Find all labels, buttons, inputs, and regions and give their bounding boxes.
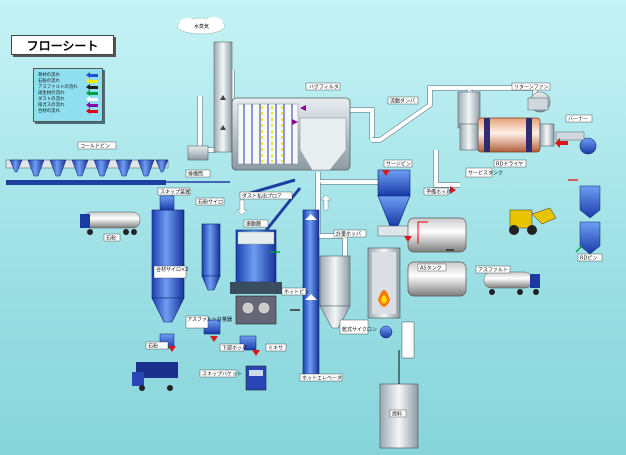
dump-truck-front: [245, 365, 267, 391]
as-tanks: [407, 217, 467, 297]
legend-arrow-icon: [86, 96, 98, 102]
chimney: [187, 41, 233, 161]
dry-cyclone: [319, 255, 351, 329]
legend-row: 合材の流れ: [38, 108, 98, 114]
legend-label: アスファルトの流れ: [38, 85, 78, 90]
label-fuel-pump: サービスタンク: [468, 170, 503, 177]
dump-truck-mix: [132, 362, 178, 391]
label-as-tank: ASタンク: [420, 265, 442, 272]
label-fuel: 燃料: [392, 411, 402, 418]
label-steam: 水蒸気: [194, 23, 209, 30]
silos: [151, 195, 221, 349]
legend-arrow-icon: [86, 72, 98, 78]
surge-bin: [377, 169, 411, 237]
legend-row: 再生材の流れ: [38, 90, 98, 96]
legend-arrow-icon: [86, 78, 98, 84]
legend-label: 排ガスの流れ: [38, 103, 65, 108]
label-skip-device: スキップ装置: [160, 189, 190, 196]
label-filler-silo: 石粉サイロ: [198, 199, 223, 206]
tanker-truck-asphalt: [483, 271, 540, 295]
label-exhaust-damper: 流動ダンパ: [390, 98, 415, 105]
cold-bin-row: [5, 159, 169, 185]
label-dust-screw: ダスト払出プロア: [242, 193, 282, 200]
legend-label: 骨材の流れ: [38, 73, 60, 78]
bag-filter: [231, 97, 351, 171]
legend-row: アスファルトの流れ: [38, 84, 98, 90]
label-cold-bin: コールドビン: [80, 143, 110, 150]
flow-legend: 骨材の流れ 石粉の流れ アスファルトの流れ 再生材の流れ ダストの流れ 排ガスの…: [33, 68, 103, 122]
rd-bins: [568, 179, 601, 255]
label-surge-bin: サージビン: [386, 161, 411, 168]
legend-row: 石粉の流れ: [38, 78, 98, 84]
label-truck-stone: 石粉: [106, 235, 116, 242]
label-dry-cyclone: 乾式サイクロン: [342, 326, 377, 333]
legend-arrow-icon: [86, 90, 98, 96]
legend-label: 再生材の流れ: [38, 91, 65, 96]
label-screen: 振動篩: [246, 221, 261, 228]
label-skip-bucket: スキップバケット: [202, 371, 242, 378]
legend-arrow-icon: [86, 84, 98, 90]
legend-label: ダストの流れ: [38, 97, 65, 102]
label-burner: バーナー: [568, 117, 588, 123]
tanker-truck-stone: [80, 211, 141, 235]
label-stone-powder: 石粉: [148, 343, 158, 350]
label-hot-bin: ホットビン: [284, 289, 309, 296]
label-chimney: 排煙筒: [188, 171, 203, 178]
legend-arrow-icon: [86, 108, 98, 114]
label-rd-bin: RDビン: [580, 255, 597, 262]
legend-row: ダストの流れ: [38, 96, 98, 102]
fuel-tank: [379, 350, 419, 449]
label-mixer-bin: 下部ホッパ: [222, 345, 247, 352]
label-kneader: ミキサ: [268, 346, 283, 352]
diagram-labels: 水蒸気 バグフィルタ 流動ダンパ リターンファン バーナー RDドライヤ コール…: [77, 23, 603, 418]
label-asp-pump: アスファルト計量器: [187, 316, 232, 323]
label-hot-elevator: ホットエレベータ: [302, 375, 342, 382]
label-asphalt-silo: 合材サイロ×2: [156, 266, 188, 273]
legend-label: 合材の流れ: [38, 109, 60, 114]
label-asphalt: アスファルト: [478, 268, 508, 274]
vehicles: [80, 207, 557, 391]
label-return-fan: リターンファン: [514, 84, 549, 91]
rd-dryer-assembly: [457, 91, 597, 155]
label-rd-dryer: RDドライヤ: [496, 162, 523, 168]
legend-row: 排ガスの流れ: [38, 102, 98, 108]
wheel-loader: [509, 207, 557, 235]
legend-arrow-icon: [86, 102, 98, 108]
label-bag-filter: バグフィルタ: [309, 84, 339, 91]
main-drum: [367, 247, 401, 339]
legend-row: 骨材の流れ: [38, 72, 98, 78]
label-fine-bin: 予備ホッパ: [426, 189, 451, 196]
legend-label: 石粉の流れ: [38, 79, 60, 84]
page-title: フローシート: [11, 35, 114, 55]
label-measure-tank: 計量ホッパ: [336, 231, 361, 238]
vertical-pump: [401, 321, 415, 359]
steam-cloud: [176, 17, 226, 35]
